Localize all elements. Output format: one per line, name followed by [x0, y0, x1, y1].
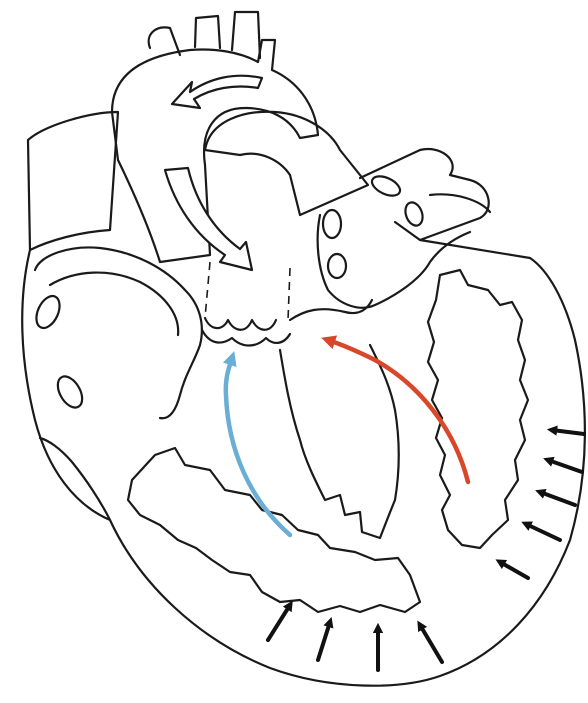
wall-pressure-arrow-9 [552, 430, 584, 434]
aortic-branch-1 [149, 27, 180, 55]
pulmonary-trunk [205, 112, 368, 215]
caval-opening-lower [53, 372, 87, 411]
aortic-branch-3 [232, 12, 260, 58]
pulmonary-opening-1 [369, 172, 403, 199]
pulmonary-opening-4 [328, 254, 346, 278]
mitral-leaflet [290, 300, 372, 320]
wall-pressure-arrow-5 [500, 562, 528, 578]
wall-pressure-arrow-4 [420, 625, 442, 662]
valve-cusps [205, 318, 276, 330]
right-ventricle-cavity [128, 448, 420, 612]
wall-pressure-arrow-2 [318, 622, 330, 660]
wall-pressure-arrow-1 [268, 605, 290, 640]
pulmonary-opening-2 [402, 200, 425, 228]
pulmonary-veins [360, 149, 489, 240]
pulmonary-vein-lower [430, 194, 490, 212]
wall-pressure-arrow-8 [548, 460, 582, 472]
aortic-flow-arrow-top [172, 76, 262, 108]
heart-outline [22, 240, 585, 686]
right-ventricle-flow-arrow [226, 358, 290, 535]
aortic-branch-2 [195, 16, 220, 48]
valve-cusps-lower [202, 330, 290, 346]
valve-guide-left [205, 262, 210, 318]
left-ventricle-cavity [428, 270, 528, 548]
pulmonary-opening-3 [323, 210, 341, 238]
caval-opening-upper [32, 292, 64, 331]
wall-pressure-arrow-7 [540, 492, 575, 505]
right-atrium-lower-edge [40, 438, 110, 520]
right-atrium-inner [50, 273, 178, 335]
wall-pressure-arrow-6 [526, 524, 560, 540]
superior-vena-cava [28, 112, 118, 250]
interventricular-septum [280, 345, 399, 538]
valve-guide-right [288, 268, 290, 320]
